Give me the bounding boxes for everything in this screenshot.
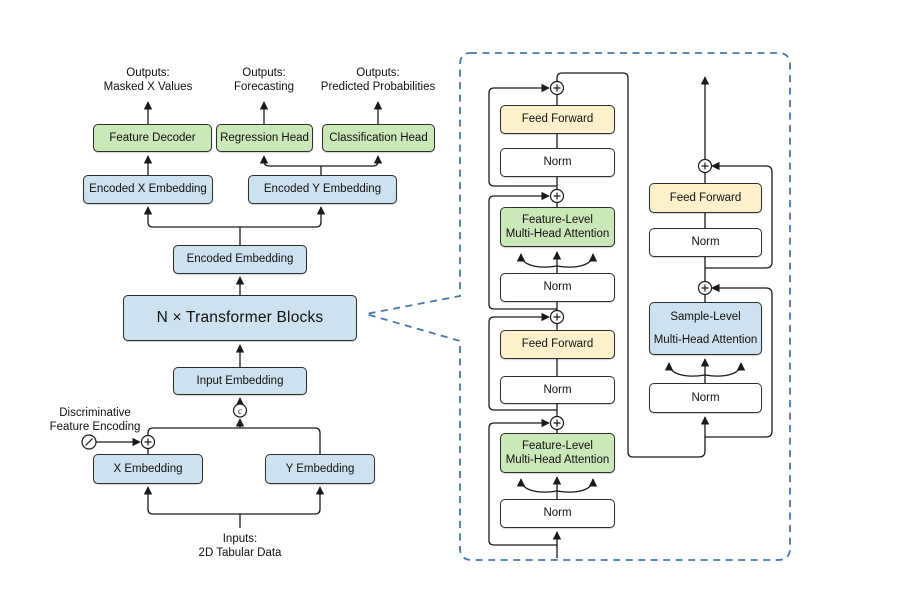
transformer-blocks-label: N × Transformer Blocks	[156, 309, 324, 327]
discriminative-encoding-label: Discriminative Feature Encoding	[50, 406, 141, 434]
norm-label: Norm	[691, 391, 720, 404]
x-embedding-box: X Embedding	[93, 454, 203, 484]
inputs-label: Inputs: 2D Tabular Data	[199, 532, 282, 560]
add-icon	[549, 188, 565, 204]
inputs-label-line: Inputs:	[222, 533, 258, 545]
feed-forward-box: Feed Forward	[500, 105, 615, 134]
feed-forward-label: Feed Forward	[669, 191, 742, 204]
output-label-probabilities: Outputs: Predicted Probabilities	[321, 66, 435, 94]
panel-left-wires	[488, 72, 710, 558]
skip-f	[705, 161, 773, 269]
output-label-line: Predicted Probabilities	[320, 81, 436, 93]
skip-a	[488, 418, 557, 546]
left-column-output-wrap	[556, 72, 710, 458]
feature-mha-line: Multi-Head Attention	[505, 454, 610, 466]
y-embedding-box: Y Embedding	[265, 454, 375, 484]
feature-decoder-label: Feature Decoder	[109, 131, 196, 144]
arrow-ency-to-classification	[321, 155, 383, 167]
feature-mha-line: Multi-Head Attention	[505, 228, 610, 240]
attn-curve-sample-right	[704, 362, 746, 377]
regression-head-box: Regression Head	[216, 124, 313, 152]
feature-level-mha-box: Feature-Level Multi-Head Attention	[500, 207, 615, 247]
output-label-line: Masked X Values	[103, 81, 193, 93]
input-embedding-box: Input Embedding	[173, 367, 307, 395]
add-icon	[549, 309, 565, 325]
feature-decoder-box: Feature Decoder	[93, 124, 212, 152]
skip-c	[488, 191, 557, 310]
xy-merge-line	[147, 427, 321, 454]
output-label-masked-x: Outputs: Masked X Values	[104, 66, 193, 94]
slash-circle-icon	[81, 434, 97, 450]
transformer-blocks-box: N × Transformer Blocks	[123, 295, 357, 341]
arrow-ency-to-regression	[259, 155, 321, 167]
callout-dashed-border	[365, 52, 791, 561]
output-label-line: Outputs:	[242, 67, 286, 79]
norm-box: Norm	[649, 228, 762, 257]
arrow-encemb-to-ency	[240, 206, 326, 228]
norm-label: Norm	[543, 507, 572, 520]
output-label-forecasting: Outputs: Forecasting	[234, 66, 294, 94]
x-embedding-label: X Embedding	[113, 462, 183, 475]
sample-level-mha-box: Sample-Level Multi-Head Attention	[649, 302, 762, 355]
encoded-y-embedding-label: Encoded Y Embedding	[263, 183, 382, 196]
arrow-inputs-to-xemb	[143, 486, 240, 515]
discriminative-label-line: Feature Encoding	[49, 421, 141, 433]
output-label-line: Outputs:	[356, 67, 400, 79]
norm-label: Norm	[691, 236, 720, 249]
norm-box: Norm	[500, 499, 615, 528]
classification-head-box: Classification Head	[322, 124, 435, 152]
norm-label: Norm	[543, 383, 572, 396]
encoded-y-embedding-box: Encoded Y Embedding	[248, 175, 397, 204]
inputs-label-line: 2D Tabular Data	[198, 547, 282, 559]
add-icon	[697, 280, 713, 296]
add-icon	[140, 434, 156, 450]
arrow-inputs-to-yemb	[240, 486, 325, 515]
add-icon	[549, 80, 565, 96]
attn-curve-sample-left	[664, 362, 706, 377]
encoded-x-embedding-label: Encoded X Embedding	[89, 183, 207, 196]
norm-box: Norm	[649, 383, 762, 413]
skip-b	[488, 312, 557, 411]
y-embedding-label: Y Embedding	[285, 462, 355, 475]
encoded-embedding-box: Encoded Embedding	[173, 245, 307, 274]
attn-curve-mha2-left	[516, 478, 558, 493]
norm-box: Norm	[500, 148, 615, 177]
add-icon	[697, 158, 713, 174]
skip-d	[488, 83, 557, 187]
feed-forward-box: Feed Forward	[649, 183, 762, 213]
main-wires	[96, 101, 383, 528]
attn-curve-mha1-left	[516, 253, 558, 268]
input-embedding-label: Input Embedding	[196, 374, 284, 387]
norm-box: Norm	[500, 273, 615, 302]
sample-mha-line: Multi-Head Attention	[653, 333, 758, 346]
skip-e	[705, 283, 773, 438]
discriminative-label-line: Discriminative	[59, 407, 131, 419]
norm-box: Norm	[500, 376, 615, 404]
sample-mha-line: Sample-Level	[670, 311, 741, 324]
feed-forward-label: Feed Forward	[521, 113, 594, 126]
arrow-encemb-to-encx	[143, 206, 240, 228]
classification-head-label: Classification Head	[329, 131, 428, 144]
concat-icon: c	[232, 403, 248, 418]
panel-right-wires	[664, 76, 773, 438]
norm-label: Norm	[543, 156, 572, 169]
output-label-line: Outputs:	[126, 67, 170, 79]
concat-symbol-letter: c	[238, 406, 242, 416]
attn-curve-mha1-right	[556, 253, 598, 268]
norm-label: Norm	[543, 281, 572, 294]
feature-mha-line: Feature-Level	[522, 213, 593, 226]
regression-head-label: Regression Head	[220, 131, 309, 144]
add-icon	[549, 415, 565, 431]
operator-symbols: c	[81, 80, 713, 450]
feature-mha-line: Feature-Level	[522, 439, 593, 452]
feed-forward-label: Feed Forward	[521, 338, 594, 351]
encoded-x-embedding-box: Encoded X Embedding	[83, 175, 213, 204]
feed-forward-box: Feed Forward	[500, 330, 615, 359]
attn-curve-mha2-right	[556, 478, 598, 493]
feature-level-mha-box: Feature-Level Multi-Head Attention	[500, 433, 615, 473]
encoded-embedding-label: Encoded Embedding	[186, 253, 294, 266]
output-label-line: Forecasting	[233, 81, 295, 93]
